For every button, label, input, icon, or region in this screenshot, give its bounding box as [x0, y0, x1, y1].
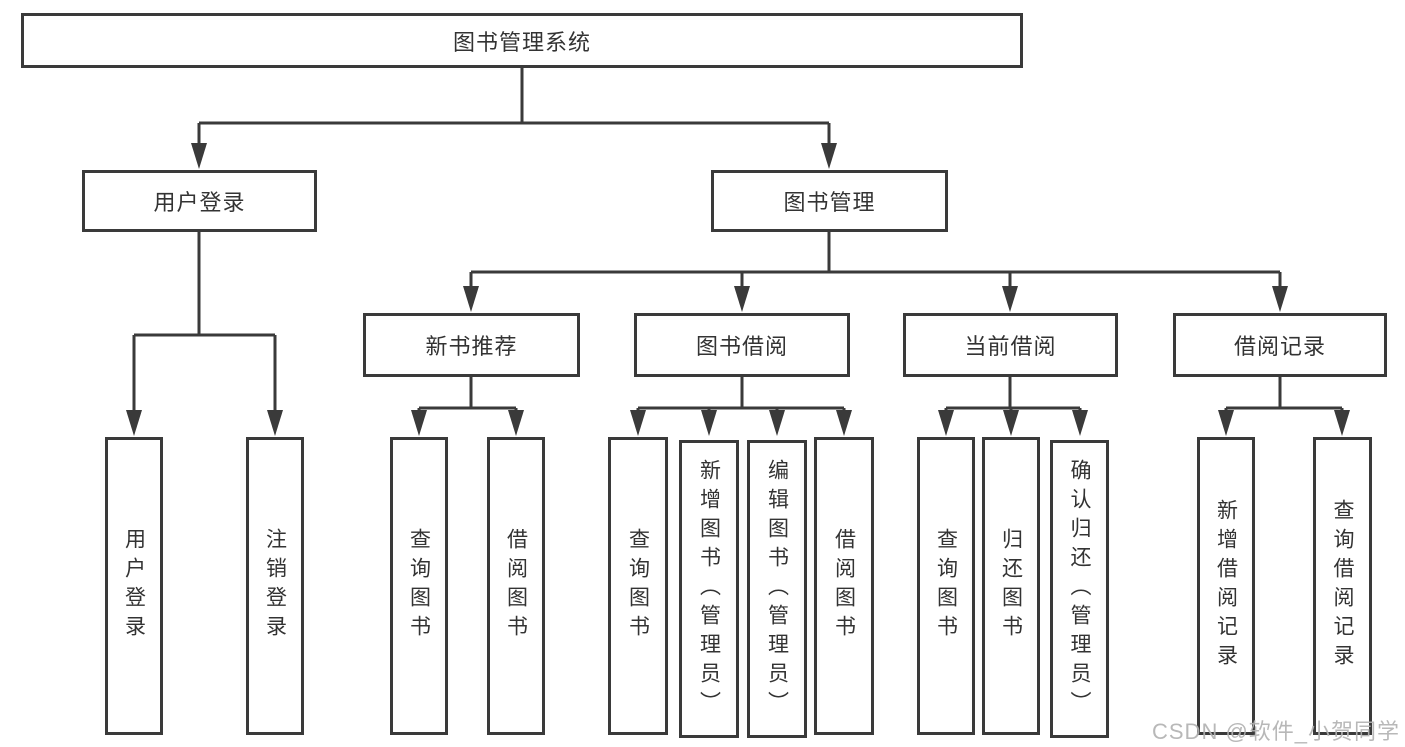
leaf-query-books-current: 查询图书 [917, 437, 975, 735]
leaf-query-books-borrow: 查询图书 [608, 437, 668, 735]
node-root-label: 图书管理系统 [452, 29, 591, 55]
leaf-add-borrow-record: 新增借阅记录 [1197, 437, 1255, 735]
node-borrow-records: 借阅记录 [1173, 313, 1387, 377]
node-user-login: 用户登录 [82, 170, 317, 232]
leaf-query-books-current-label: 查询图书 [934, 528, 958, 644]
node-current-borrow: 当前借阅 [903, 313, 1118, 377]
leaf-return-book: 归还图书 [982, 437, 1040, 735]
connector-newbook-to-leaves [417, 377, 518, 424]
leaf-add-book-admin-label: 新增图书（管理员） [697, 458, 721, 720]
node-book-borrow: 图书借阅 [634, 313, 850, 377]
leaf-query-books-recommend: 查询图书 [390, 437, 448, 735]
leaf-borrow-books-label: 借阅图书 [832, 528, 856, 644]
leaf-borrow-books-recommend: 借阅图书 [487, 437, 545, 735]
node-book-management: 图书管理 [711, 170, 948, 232]
node-book-management-label: 图书管理 [783, 190, 876, 215]
leaf-query-borrow-record-label: 查询借阅记录 [1331, 499, 1354, 673]
leaf-edit-book-admin: 编辑图书（管理员） [747, 440, 807, 738]
leaf-query-borrow-record: 查询借阅记录 [1313, 437, 1372, 735]
leaf-query-books-borrow-label: 查询图书 [626, 528, 650, 644]
leaf-edit-book-admin-label: 编辑图书（管理员） [765, 458, 789, 720]
connector-bookmgmt-to-level3 [469, 232, 1282, 292]
leaf-add-book-admin: 新增图书（管理员） [679, 440, 739, 738]
leaf-borrow-books: 借阅图书 [814, 437, 874, 735]
leaf-confirm-return-admin: 确认归还（管理员） [1050, 440, 1109, 738]
connector-borrow-to-leaves [636, 377, 846, 424]
leaf-confirm-return-admin-label: 确认归还（管理员） [1068, 458, 1091, 720]
node-borrow-records-label: 借阅记录 [1233, 334, 1326, 359]
node-current-borrow-label: 当前借阅 [964, 334, 1057, 359]
leaf-query-books-recommend-label: 查询图书 [407, 528, 431, 644]
leaf-logout-label: 注销登录 [263, 528, 287, 644]
node-new-book-recommend-label: 新书推荐 [425, 334, 518, 359]
leaf-borrow-books-recommend-label: 借阅图书 [504, 528, 528, 644]
watermark: CSDN @软件_小贺同学 [1152, 719, 1401, 744]
leaf-logout: 注销登录 [246, 437, 304, 735]
node-root: 图书管理系统 [21, 13, 1023, 68]
node-book-borrow-label: 图书借阅 [695, 334, 788, 359]
connector-records-to-leaves [1224, 377, 1344, 424]
node-new-book-recommend: 新书推荐 [363, 313, 580, 377]
leaf-add-borrow-record-label: 新增借阅记录 [1214, 499, 1238, 673]
arrowheads [126, 143, 1350, 436]
leaf-user-login-label: 用户登录 [122, 528, 146, 644]
node-user-login-label: 用户登录 [153, 190, 246, 215]
leaf-user-login: 用户登录 [105, 437, 163, 735]
leaf-return-book-label: 归还图书 [999, 528, 1023, 644]
connector-root-to-level2 [197, 68, 831, 148]
connector-userlogin-to-leaves [132, 232, 277, 424]
